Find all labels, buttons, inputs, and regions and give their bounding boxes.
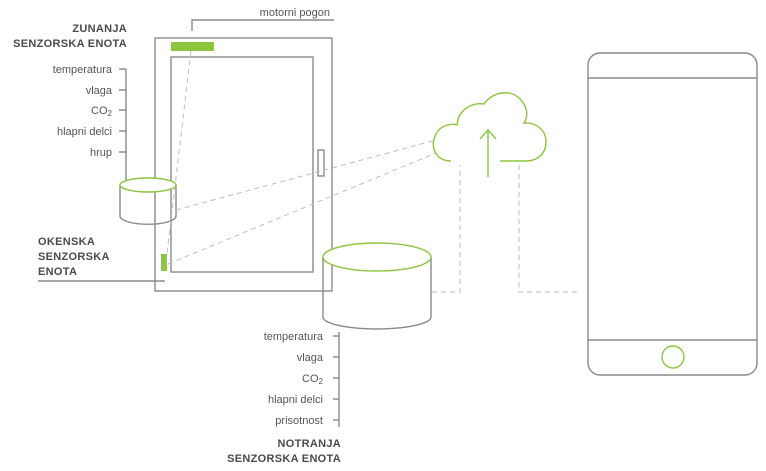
inner-item-co2: CO2	[302, 373, 324, 386]
inner-item-humidity: vlaga	[297, 352, 324, 364]
link-inner-cloud	[432, 165, 461, 293]
outer-item-co2: CO2	[91, 105, 113, 118]
inner-item-temperature: temperatura	[264, 331, 324, 343]
phone-home-button	[661, 345, 685, 369]
window-sash	[170, 56, 314, 273]
cloud-upload-icon	[432, 92, 547, 177]
outer-item-noise: hrup	[90, 147, 112, 159]
link-window-cloud	[167, 152, 437, 265]
outer-item-vocs: hlapni delci	[57, 126, 112, 138]
window-sensor-unit: OKENSKA SENZORSKA ENOTA	[38, 236, 167, 282]
outer-item-co2-base: CO	[91, 105, 108, 117]
outer-unit-top	[119, 177, 177, 193]
phone-body	[587, 52, 758, 376]
window-handle	[317, 149, 325, 177]
inner-item-co2-sub: 2	[319, 377, 324, 386]
outer-sensor-unit: ZUNANJA SENZORSKA ENOTA temperatura vlag…	[13, 23, 177, 225]
window-unit-title-line1: OKENSKA	[38, 236, 95, 248]
outer-unit-title-line2: SENZORSKA ENOTA	[13, 38, 127, 50]
outer-unit-body	[119, 185, 177, 225]
inner-unit-top	[322, 242, 432, 272]
window-unit-title-line2: SENZORSKA	[38, 251, 110, 263]
outer-item-co2-sub: 2	[108, 109, 113, 118]
motor-drive-bar	[171, 42, 214, 51]
inner-unit-title-line2: SENZORSKA ENOTA	[227, 453, 341, 465]
window	[154, 37, 333, 292]
link-cloud-phone	[518, 165, 580, 293]
cloud-arrow-head	[479, 128, 497, 140]
inner-item-vocs: hlapni delci	[268, 394, 323, 406]
inner-sensor-unit: temperatura vlaga CO2 hlapni delci priso…	[227, 242, 432, 465]
link-motor-window-sensor	[165, 50, 192, 263]
motor-leader-line	[191, 19, 334, 31]
inner-item-presence: prisotnost	[275, 415, 323, 427]
cloud-outline	[432, 92, 547, 162]
inner-unit-body	[322, 257, 432, 330]
smartphone-icon	[587, 52, 758, 376]
inner-item-co2-base: CO	[302, 373, 319, 385]
outer-unit-title-line1: ZUNANJA	[72, 23, 127, 35]
window-unit-title-line3: ENOTA	[38, 266, 77, 278]
motor-label: motorni pogon	[260, 7, 330, 19]
window-outer-frame	[154, 37, 333, 292]
outer-item-temperature: temperatura	[53, 64, 113, 76]
window-sensor-bar	[161, 254, 167, 271]
outer-item-humidity: vlaga	[86, 85, 113, 97]
inner-unit-title-line1: NOTRANJA	[277, 438, 341, 450]
link-outer-cloud	[175, 139, 437, 211]
